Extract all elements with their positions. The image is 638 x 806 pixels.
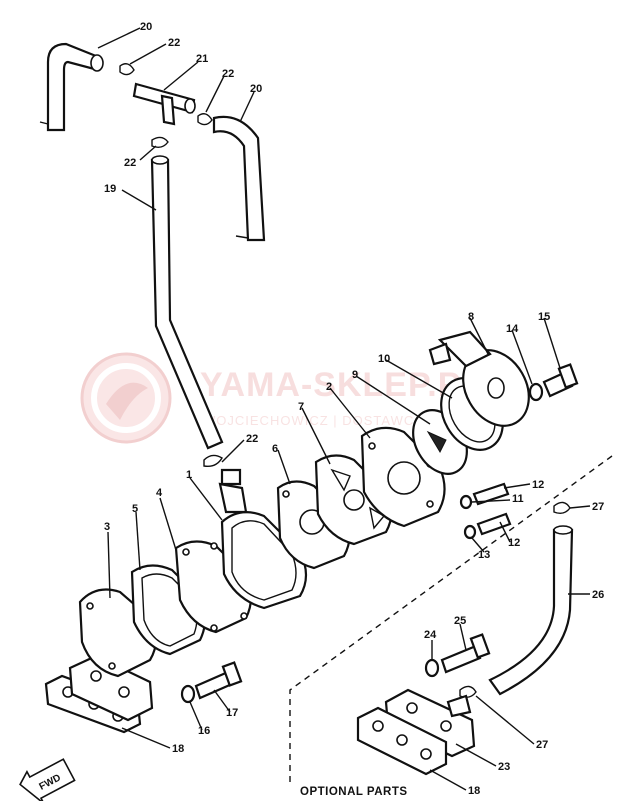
callout-13: 13 (478, 549, 490, 561)
callout-14: 14 (506, 323, 519, 335)
callout-20-right: 20 (250, 83, 262, 95)
clip-22-left (119, 63, 135, 76)
clip-27-upper (553, 501, 571, 515)
callout-7: 7 (298, 401, 304, 413)
callout-9: 9 (352, 369, 358, 381)
filter-cap-8 (428, 330, 530, 427)
callout-17: 17 (226, 707, 238, 719)
hose-19 (150, 155, 224, 450)
watermark-brand: YAMA-SKLEP.PL (200, 366, 483, 404)
hose-26 (488, 525, 574, 696)
callout-22-mid: 22 (124, 157, 136, 169)
callout-10: 10 (378, 353, 390, 365)
callout-25: 25 (454, 615, 466, 627)
callout-18-optional: 18 (468, 785, 480, 797)
washer-24 (424, 658, 440, 678)
screw-12-lower (463, 512, 512, 540)
callout-5: 5 (132, 503, 138, 515)
callout-12-lower: 12 (508, 537, 520, 549)
hose-20-right (212, 115, 266, 242)
hose-20-left (39, 42, 104, 132)
callout-6: 6 (272, 443, 278, 455)
callout-20-top: 20 (140, 21, 152, 33)
callout-12-upper: 12 (532, 479, 544, 491)
callout-labels: 20 22 21 22 20 22 19 22 3 5 4 1 6 7 2 9 … (104, 21, 604, 797)
callout-11: 11 (512, 493, 524, 505)
callout-27-lower: 27 (536, 739, 548, 751)
watermark-logo-ring (91, 363, 161, 433)
callout-3: 3 (104, 521, 110, 533)
callout-4: 4 (156, 487, 163, 499)
callout-24: 24 (424, 629, 437, 641)
callout-22-right: 22 (222, 68, 234, 80)
valve-plate-7 (314, 454, 393, 546)
fwd-arrow-badge: FWD (19, 758, 76, 805)
callout-2: 2 (326, 381, 332, 393)
callout-22-lower: 22 (246, 433, 258, 445)
screw-17 (194, 661, 243, 700)
clip-27-lower (459, 685, 477, 699)
screw-15 (542, 363, 579, 398)
screw-12-upper (459, 482, 510, 510)
callout-19: 19 (104, 183, 116, 195)
tee-joint-21 (132, 82, 196, 126)
washer-16 (180, 684, 196, 704)
callout-1: 1 (186, 469, 192, 481)
leader-lines (97, 27, 591, 791)
clip-22-lower (203, 454, 242, 486)
plate-18-optional (356, 706, 448, 776)
watermark-logo-mark (106, 382, 148, 420)
pump-body-1 (218, 482, 308, 610)
callout-23: 23 (498, 761, 510, 773)
spacer-block (68, 654, 154, 722)
clip-22-mid (151, 136, 169, 149)
screw-25 (440, 633, 491, 674)
optional-parts-border (289, 455, 613, 786)
callout-27-upper: 27 (592, 501, 604, 513)
callout-15: 15 (538, 311, 550, 323)
clip-22-right (197, 113, 213, 126)
optional-parts-caption: OPTIONAL PARTS (300, 786, 408, 798)
callout-16: 16 (198, 725, 210, 737)
washer-14 (528, 382, 544, 402)
callout-21: 21 (196, 53, 208, 65)
callout-22-top: 22 (168, 37, 180, 49)
callout-26: 26 (592, 589, 604, 601)
callout-18: 18 (172, 743, 184, 755)
callout-8: 8 (468, 311, 474, 323)
